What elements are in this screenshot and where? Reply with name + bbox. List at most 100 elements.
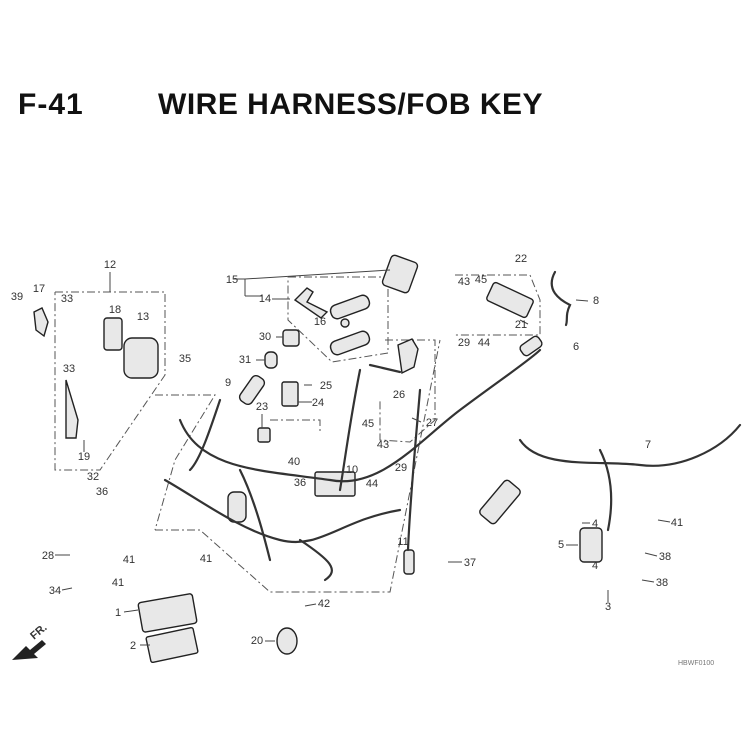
callout-30: 30: [259, 331, 271, 343]
callout-41: 41: [123, 554, 135, 566]
switch-18: [103, 317, 123, 351]
leader-line: [304, 603, 317, 607]
callout-44: 44: [366, 478, 378, 490]
rear-harness-7: [518, 423, 742, 467]
callout-26: 26: [393, 389, 405, 401]
leader-line: [519, 319, 529, 325]
callout-38: 38: [659, 551, 671, 563]
antenna-22: [486, 281, 534, 319]
callout-10: 10: [346, 464, 358, 476]
callout-17: 17: [33, 283, 45, 295]
key-tag: [293, 287, 329, 319]
callout-2: 2: [130, 640, 136, 652]
callout-44: 44: [478, 337, 490, 349]
reference-code: HBWF0100: [678, 660, 714, 667]
callout-29: 29: [395, 462, 407, 474]
callout-5: 5: [558, 539, 564, 551]
callout-45: 45: [475, 274, 487, 286]
leader-line: [641, 579, 655, 583]
bracket-group-box: [379, 339, 436, 443]
socket-30: [282, 329, 300, 347]
front-direction-indicator: FR.: [12, 622, 50, 660]
callout-41: 41: [112, 577, 124, 589]
callout-41: 41: [671, 517, 683, 529]
callout-21: 21: [515, 319, 527, 331]
lead-8: [550, 270, 572, 327]
wires: [163, 270, 742, 582]
fuse-box: [314, 471, 356, 497]
rear-branch: [598, 448, 613, 532]
callout-32: 32: [87, 471, 99, 483]
bracket-26: [397, 338, 419, 375]
callout-20: 20: [251, 635, 263, 647]
callout-27: 27: [426, 417, 438, 429]
smart-unit-group-box: [455, 274, 541, 336]
ignition-switch-13: [123, 337, 159, 379]
callout-43: 43: [458, 276, 470, 288]
leader-lines: [55, 269, 671, 646]
callout-7: 7: [645, 439, 651, 451]
relay-group-box: [270, 419, 321, 432]
callout-36: 36: [96, 486, 108, 498]
callout-25: 25: [320, 380, 332, 392]
callout-33: 33: [61, 293, 73, 305]
ignition-switch-group-box: [54, 291, 166, 471]
callout-4: 4: [592, 518, 598, 530]
main-wire-harness: [178, 348, 542, 483]
callout-11: 11: [397, 536, 408, 548]
callout-14: 14: [259, 293, 271, 305]
callout-24: 24: [312, 397, 324, 409]
callout-12: 12: [104, 259, 116, 271]
callout-6: 6: [573, 341, 579, 353]
plate-2: [145, 626, 199, 664]
regulator-1: [137, 593, 198, 633]
callout-13: 13: [137, 311, 149, 323]
callout-45: 45: [362, 418, 374, 430]
callout-8: 8: [593, 295, 599, 307]
relay-24: [281, 381, 299, 407]
callout-29: 29: [458, 337, 470, 349]
bracket-17: [33, 307, 49, 338]
part-sketches: [33, 254, 603, 664]
connector-9: [238, 374, 266, 406]
callout-35: 35: [179, 353, 191, 365]
harness-group-box: [154, 394, 216, 531]
sensor-11: [403, 549, 415, 575]
capacitor: [227, 491, 247, 523]
fob-key-2: [329, 330, 371, 356]
leader-line: [123, 609, 139, 613]
harness-tail: [298, 538, 333, 582]
callout-39: 39: [11, 291, 23, 303]
callout-31: 31: [239, 354, 251, 366]
sub-harness: [163, 478, 402, 544]
callout-1: 1: [115, 607, 121, 619]
leader-line: [657, 519, 671, 523]
callout-38: 38: [656, 577, 668, 589]
smart-control-unit: [381, 254, 419, 294]
leader-line: [411, 417, 422, 423]
callout-41: 41: [200, 553, 212, 565]
callout-40: 40: [288, 456, 300, 468]
leader-line: [575, 299, 589, 302]
callout-33: 33: [63, 363, 75, 375]
callout-42: 42: [318, 598, 330, 610]
front-arrow-icon: [12, 640, 46, 660]
callout-43: 43: [377, 439, 389, 451]
relay-3: [579, 527, 603, 563]
group-boxes: [54, 274, 541, 593]
callout-34: 34: [49, 585, 61, 597]
callout-19: 19: [78, 451, 90, 463]
bulb-31: [264, 351, 278, 369]
figure-code: F-41: [18, 88, 84, 121]
callout-16: 16: [314, 316, 326, 328]
key-rod-19: [65, 379, 79, 439]
callout-28: 28: [42, 550, 54, 562]
front-harness-9: [188, 398, 272, 562]
leader-line: [244, 269, 391, 280]
callout-22: 22: [515, 253, 527, 265]
battery-cell: [340, 318, 350, 328]
leader-line: [644, 552, 658, 557]
